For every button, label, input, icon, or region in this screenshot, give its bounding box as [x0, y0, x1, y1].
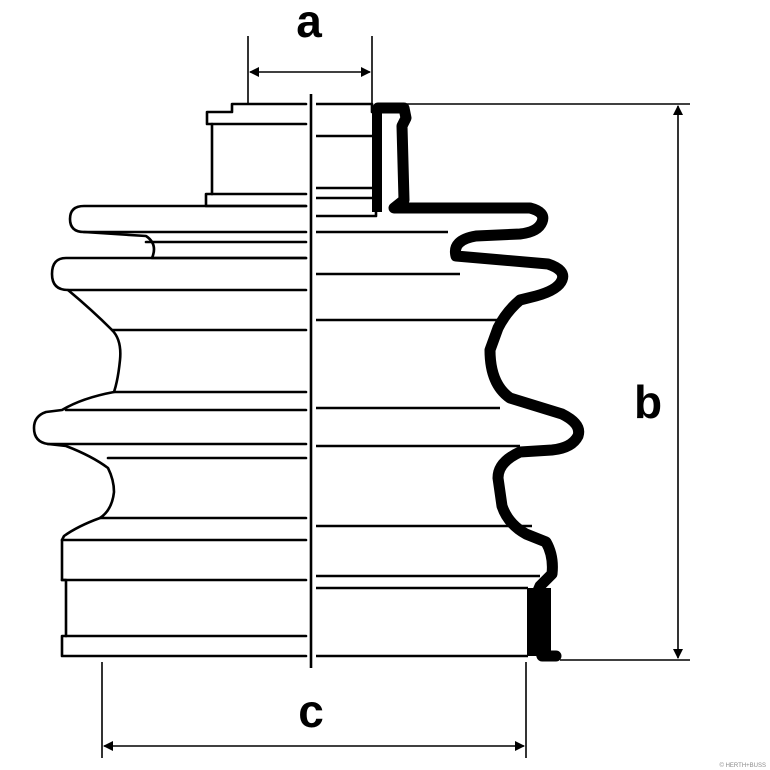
- bottom-band-section: [527, 588, 551, 656]
- dimension-c-label: c: [298, 685, 324, 737]
- boot-cross-section: [316, 102, 585, 662]
- dimension-b: [382, 103, 690, 661]
- dimension-c: [101, 662, 527, 758]
- dimension-b-label: b: [634, 376, 662, 428]
- top-collar: [204, 102, 308, 208]
- boot-outer-view: [32, 102, 308, 658]
- watermark-text: © HERTH+BUSS: [720, 762, 767, 769]
- dimension-a-label: a: [296, 0, 322, 47]
- rib-1: [68, 204, 308, 260]
- boot-wall-section: [372, 102, 585, 662]
- rib-2: [50, 256, 308, 394]
- dimension-a: [247, 36, 373, 104]
